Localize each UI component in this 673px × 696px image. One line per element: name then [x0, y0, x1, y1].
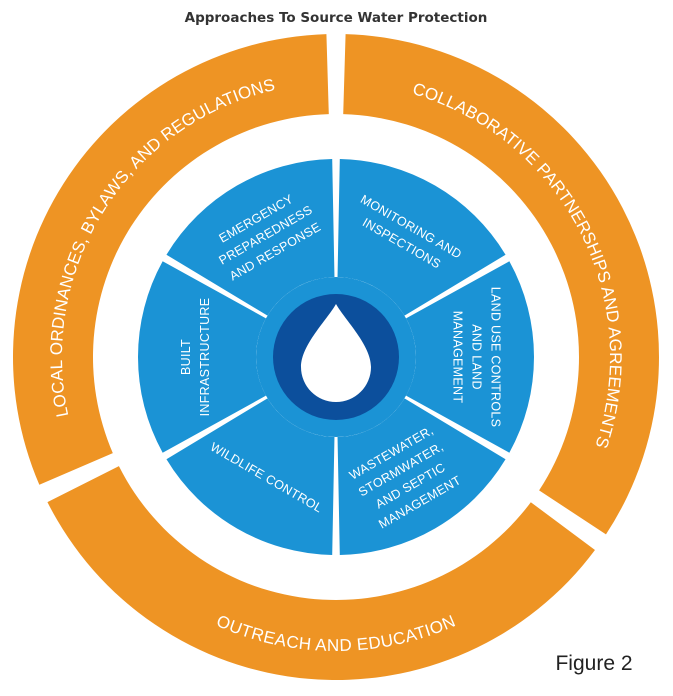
outer-segment-0 [13, 34, 329, 485]
inner-wedge-2 [337, 398, 506, 555]
inner-label-line: AND LAND [470, 324, 484, 390]
center-disc [256, 277, 416, 437]
inner-label-4: BUILT INFRASTRUCTURE [179, 298, 212, 417]
water-drop-icon [301, 304, 371, 402]
outer-segment-1 [343, 34, 659, 535]
inner-label-line: LAND USE CONTROLS [489, 287, 503, 428]
inner-label-line: MANAGEMENT [451, 311, 465, 404]
inner-label-line: INFRASTRUCTURE [198, 298, 212, 417]
diagram-title: Approaches To Source Water Protection [185, 10, 488, 26]
inner-wedge-1 [406, 261, 534, 453]
figure-label: Figure 2 [555, 652, 632, 675]
inner-wedge-4 [138, 261, 266, 453]
inner-wedge-5 [166, 159, 335, 316]
inner-label-line: BUILT [179, 339, 193, 375]
inner-wedge-3 [166, 398, 335, 555]
outer-segment-2 [47, 466, 595, 680]
inner-label-1: LAND USE CONTROLS AND LAND MANAGEMENT [451, 287, 503, 428]
inner-wedge-0 [337, 159, 506, 316]
inner-label-2: WASTEWATER,STORMWATER,AND SEPTICMANAGEME… [347, 423, 464, 531]
